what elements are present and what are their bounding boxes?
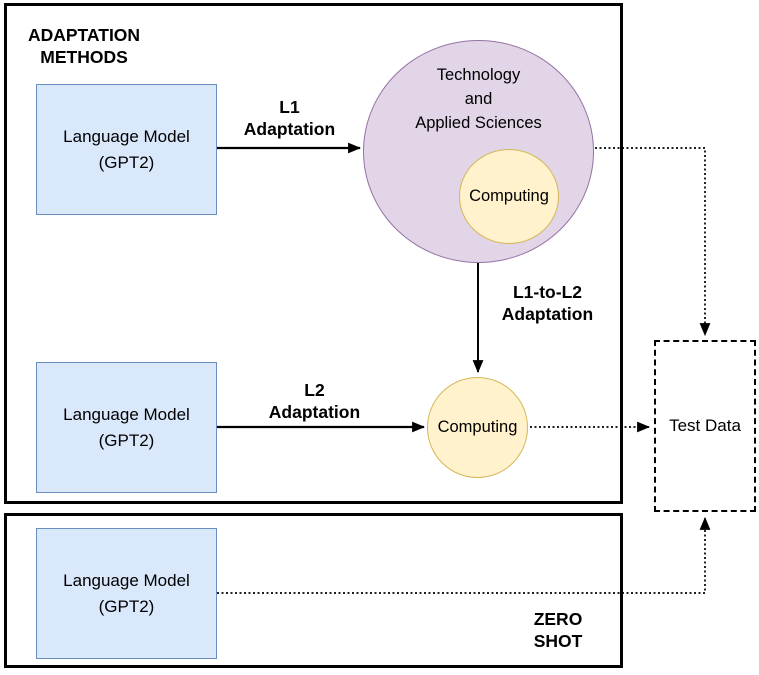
domain-label-line1: Technology: [436, 66, 521, 84]
l2-adaptation-label: L2 Adaptation: [247, 379, 382, 423]
zero-shot-label-line2: SHOT: [533, 631, 583, 651]
computing-mid-label: Computing: [437, 418, 518, 436]
l1-to-l2-adaptation-label: L1-to-L2 Adaptation: [485, 281, 610, 325]
domain-label-line3: Applied Sciences: [415, 114, 542, 132]
computing-inner-label: Computing: [469, 187, 549, 205]
test-data-box: Test Data: [654, 340, 756, 512]
language-model-box-mid: Language Model (GPT2): [36, 362, 217, 493]
adaptation-methods-title-line1: ADAPTATION: [27, 25, 141, 45]
computing-circle-mid: Computing: [427, 377, 528, 478]
test-data-label: Test Data: [669, 416, 741, 435]
language-model-top-line2: (GPT2): [98, 152, 155, 172]
l1-adaptation-label: L1 Adaptation: [222, 96, 357, 140]
domain-label-line2: and: [464, 90, 493, 108]
zero-shot-label-line1: ZERO: [533, 609, 583, 629]
language-model-mid-line1: Language Model: [63, 404, 190, 424]
language-model-bottom-line1: Language Model: [63, 570, 190, 590]
zero-shot-label: ZERO SHOT: [498, 608, 618, 652]
language-model-mid-line2: (GPT2): [98, 430, 155, 450]
l1-adaptation-label-line2: Adaptation: [243, 119, 336, 139]
adaptation-methods-title-line2: METHODS: [40, 47, 128, 67]
l1-to-l2-label-line1: L1-to-L2: [512, 282, 583, 302]
language-model-bottom-line2: (GPT2): [98, 596, 155, 616]
l2-adaptation-label-line1: L2: [304, 380, 325, 400]
technology-applied-sciences-label: Technology and Applied Sciences: [363, 63, 594, 135]
adaptation-methods-title: ADAPTATION METHODS: [10, 24, 158, 68]
l1-to-l2-label-line2: Adaptation: [501, 304, 594, 324]
l1-adaptation-label-line1: L1: [279, 97, 300, 117]
language-model-top-line1: Language Model: [63, 126, 190, 146]
language-model-box-top: Language Model (GPT2): [36, 84, 217, 215]
computing-circle-inner: Computing: [459, 149, 559, 244]
l2-adaptation-label-line2: Adaptation: [268, 402, 361, 422]
language-model-box-bottom: Language Model (GPT2): [36, 528, 217, 659]
